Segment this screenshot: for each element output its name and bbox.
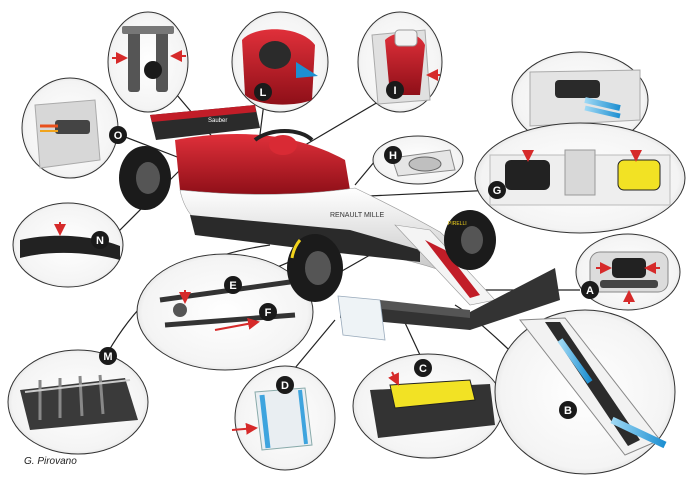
vignette-c bbox=[352, 353, 504, 459]
svg-text:B: B bbox=[564, 405, 572, 417]
tyre-brand-text: PIRELLI bbox=[448, 221, 467, 227]
car-main: Sauber RENAULT MILLE PIRELLI bbox=[119, 105, 560, 341]
callout-p[interactable] bbox=[144, 61, 162, 79]
callout-h[interactable]: H bbox=[384, 146, 402, 164]
callout-m[interactable]: M bbox=[99, 347, 117, 365]
vignette-i bbox=[357, 11, 443, 113]
vignette-g bbox=[474, 122, 686, 234]
callout-n[interactable]: N bbox=[91, 231, 109, 249]
callout-o[interactable]: O bbox=[109, 126, 127, 144]
svg-text:O: O bbox=[114, 130, 123, 142]
callout-l[interactable]: L bbox=[254, 83, 272, 101]
svg-text:L: L bbox=[260, 87, 267, 99]
callout-b[interactable]: B bbox=[559, 401, 577, 419]
sponsor-wing-text: Sauber bbox=[208, 118, 227, 124]
callout-g[interactable]: G bbox=[488, 181, 506, 199]
callout-c[interactable]: C bbox=[414, 359, 432, 377]
vignette-o bbox=[21, 77, 119, 179]
vignette-b bbox=[494, 309, 676, 475]
vignette-a bbox=[575, 233, 681, 311]
callout-i[interactable]: I bbox=[386, 81, 404, 99]
svg-text:I: I bbox=[393, 85, 396, 97]
svg-text:M: M bbox=[103, 351, 112, 363]
svg-text:D: D bbox=[281, 380, 289, 392]
vignette-ef bbox=[136, 253, 314, 371]
svg-text:N: N bbox=[96, 235, 104, 247]
callout-e[interactable]: E bbox=[224, 276, 242, 294]
sponsor-side-text: RENAULT MILLE bbox=[330, 212, 385, 219]
callout-badges: O L I H G N E F M D C A B bbox=[91, 61, 599, 419]
vignette-p bbox=[107, 11, 189, 113]
callout-d[interactable]: D bbox=[276, 376, 294, 394]
vignette-l bbox=[231, 11, 329, 113]
vignette-airbox-top bbox=[511, 51, 649, 149]
vignette-m bbox=[7, 349, 149, 455]
author-credit: G. Pirovano bbox=[24, 456, 77, 467]
svg-text:C: C bbox=[419, 363, 427, 375]
svg-text:A: A bbox=[586, 285, 594, 297]
svg-text:E: E bbox=[229, 280, 236, 292]
svg-text:H: H bbox=[389, 150, 397, 162]
svg-text:G: G bbox=[493, 185, 502, 197]
callout-f[interactable]: F bbox=[259, 303, 277, 321]
callout-a[interactable]: A bbox=[581, 281, 599, 299]
svg-text:F: F bbox=[265, 307, 272, 319]
vignette-d bbox=[230, 365, 336, 471]
